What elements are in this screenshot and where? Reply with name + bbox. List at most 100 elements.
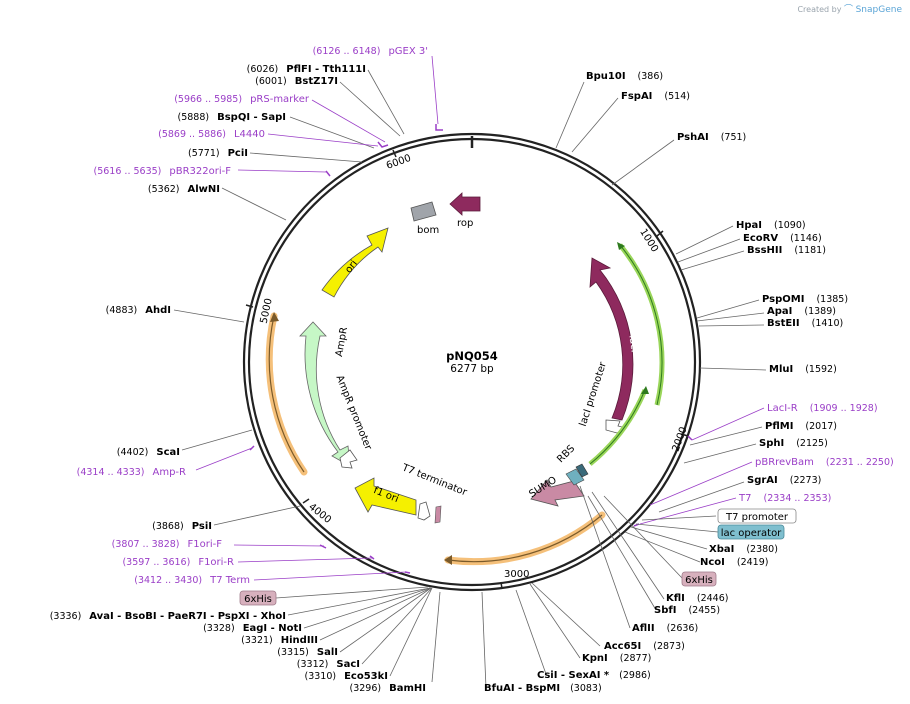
primer-f1ori-f[interactable]: (3807 .. 3828)F1ori-F	[112, 539, 223, 550]
enzyme-pshai[interactable]: PshAI(751)	[677, 132, 746, 143]
enzyme-kfli[interactable]: KflI(2446)	[666, 593, 728, 604]
leader-bsteii	[698, 324, 765, 327]
enzyme-fspai[interactable]: FspAI(514)	[621, 91, 690, 102]
box-6xhis-right[interactable]: 6xHis	[681, 571, 717, 587]
mark-prs-marker	[377, 141, 389, 148]
enzyme-saci[interactable]: (3312)SacI	[297, 659, 360, 670]
enzyme-scai[interactable]: (4402)ScaI	[117, 447, 180, 458]
enzyme-hindiii[interactable]: (3321)HindIII	[241, 635, 318, 646]
primer-name: pGEX 3'	[388, 46, 428, 57]
enzyme-sbfi[interactable]: SbfI(2455)	[654, 605, 720, 616]
leader-sphi	[683, 443, 757, 464]
enzyme-sphi[interactable]: SphI(2125)	[759, 438, 828, 449]
enzyme-ncoi[interactable]: NcoI(2419)	[700, 557, 768, 568]
enzyme-pflfi-tth111i[interactable]: (6026)PflFI - Tth111I	[247, 64, 366, 75]
feature-rop[interactable]: rop	[449, 192, 481, 229]
laci-arrow	[589, 257, 634, 421]
plasmid-length: 6277 bp	[450, 363, 494, 375]
enzyme-name: PshAI	[677, 132, 709, 143]
enzyme-name: ScaI	[156, 447, 180, 458]
enzyme-eagi-noti[interactable]: (3328)EagI - NotI	[203, 623, 302, 634]
feature-ori[interactable]: ori	[321, 227, 389, 298]
enzyme-bsshii[interactable]: BssHII(1181)	[747, 245, 826, 256]
enzyme-pos: (386)	[638, 71, 664, 82]
primer-name: F1ori-F	[188, 539, 223, 550]
enzyme-apai[interactable]: ApaI(1389)	[767, 306, 836, 317]
pleader-f1ori-f	[233, 544, 325, 547]
enzyme-name: PflFI - Tth111I	[286, 64, 366, 75]
enzyme-avai-group[interactable]: (3336)AvaI - BsoBI - PaeR7I - PspXI - Xh…	[50, 611, 286, 622]
enzyme-bfuai-bspmi[interactable]: BfuAI - BspMI(3083)	[484, 683, 602, 694]
green-arc-inner-head	[641, 386, 649, 394]
tick-mark-6000	[392, 149, 397, 158]
enzyme-name: AlwNI	[188, 184, 221, 195]
ampr-promoter-label: AmpR promoter	[333, 374, 373, 453]
pleader-pbr322ori	[237, 169, 327, 173]
enzyme-bstz17i[interactable]: (6001)BstZ17I	[255, 76, 338, 87]
enzyme-name: SphI	[759, 438, 784, 449]
primer-pbrrevbam[interactable]: pBRrevBam(2231 .. 2250)	[755, 457, 894, 468]
box-6xhis-left[interactable]: 6xHis	[239, 590, 277, 606]
feature-orf-bottom[interactable]	[444, 511, 606, 566]
green-arc-inner-line	[589, 389, 646, 465]
enzyme-ahdi[interactable]: (4883)AhdI	[106, 305, 171, 316]
primer-l4440[interactable]: (5869 .. 5886)L4440	[158, 129, 265, 140]
enzyme-bsteii[interactable]: BstEII(1410)	[767, 318, 843, 329]
rbs-shape	[565, 468, 585, 486]
enzyme-sali[interactable]: (3315)SalI	[277, 647, 338, 658]
enzyme-kpni[interactable]: KpnI(2877)	[582, 653, 651, 664]
box-lac-operator-label: lac operator	[721, 528, 782, 539]
leader-xbai	[630, 526, 708, 550]
enzyme-eco53ki[interactable]: (3310)Eco53kI	[304, 671, 388, 682]
enzyme-mlui[interactable]: MluI(1592)	[769, 364, 837, 375]
enzyme-name: XbaI	[709, 544, 734, 555]
primer-t7-term[interactable]: (3412 .. 3430)T7 Term	[134, 575, 250, 586]
primer-pbr322ori-f[interactable]: (5616 .. 5635)pBR322ori-F	[94, 166, 232, 177]
enzyme-psii[interactable]: (3868)PsiI	[152, 521, 212, 532]
enzyme-acc65i[interactable]: Acc65I(2873)	[604, 641, 685, 652]
feature-green-arcs[interactable]	[588, 242, 665, 466]
enzyme-pcii[interactable]: (5771)PciI	[188, 148, 248, 159]
enzyme-alwni[interactable]: (5362) AlwNI	[148, 184, 220, 195]
primer-pgex3[interactable]: (6126 .. 6148)pGEX 3'	[313, 46, 428, 57]
enzyme-xbai[interactable]: XbaI(2380)	[709, 544, 778, 555]
primer-amp-r[interactable]: (4314 .. 4333)Amp-R	[77, 467, 186, 478]
enzyme-bspqi-sapi[interactable]: (5888)BspQI - SapI	[178, 112, 287, 123]
enzyme-ecorv[interactable]: EcoRV(1146)	[743, 233, 822, 244]
feature-bom[interactable]: bom	[410, 201, 439, 236]
leader-aflii	[579, 485, 631, 629]
feature-f1-ori[interactable]: f1 ori	[354, 477, 417, 516]
ampr-promoter-arrow	[339, 449, 358, 469]
feature-orf-left[interactable]	[265, 312, 308, 476]
pleader-prs-marker	[311, 99, 386, 143]
enzyme-pos: (5362)	[148, 184, 180, 195]
box-lac-operator[interactable]: lac operator	[717, 524, 785, 540]
enzyme-aflii[interactable]: AflII(2636)	[632, 623, 698, 634]
enzyme-pos: (2986)	[619, 670, 651, 681]
enzyme-pos: (3315)	[277, 647, 309, 658]
box-t7-promoter[interactable]: T7 promoter	[717, 508, 797, 524]
enzyme-csii-sexai[interactable]: CsiI - SexAI *(2986)	[537, 670, 651, 681]
enzyme-name: BamHI	[389, 683, 426, 694]
enzyme-bpu10i[interactable]: Bpu10I(386)	[586, 71, 663, 82]
primer-f1ori-r[interactable]: (3597 .. 3616)F1ori-R	[122, 557, 234, 568]
enzyme-psppomi[interactable]: PspOMI(1385)	[762, 294, 848, 305]
primer-prs-marker[interactable]: (5966 .. 5985)pRS-marker	[174, 94, 310, 105]
enzyme-pos: (3328)	[203, 623, 235, 634]
primer-laci-r[interactable]: LacI-R(1909 .. 1928)	[767, 403, 878, 414]
feature-ampr[interactable]: AmpR	[299, 321, 351, 467]
enzyme-sgrai[interactable]: SgrAI(2273)	[747, 475, 821, 486]
box-6xhis-left-bg	[239, 590, 277, 606]
enzyme-pos: (1389)	[804, 306, 836, 317]
enzyme-pos: (5888)	[178, 112, 210, 123]
enzyme-bamhi[interactable]: (3296)BamHI	[350, 683, 426, 694]
enzyme-pos: (5771)	[188, 148, 220, 159]
enzyme-hpai[interactable]: HpaI(1090)	[736, 220, 806, 231]
feature-rbs[interactable]: RBS	[555, 443, 589, 486]
enzyme-pflmi[interactable]: PflMI(2017)	[765, 421, 837, 432]
enzyme-name: MluI	[769, 364, 793, 375]
primer-leaders	[195, 55, 765, 581]
primer-t7[interactable]: T7(2334 .. 2353)	[738, 493, 831, 504]
feature-laci[interactable]: lacI	[589, 257, 640, 421]
rop-label: rop	[457, 218, 473, 229]
